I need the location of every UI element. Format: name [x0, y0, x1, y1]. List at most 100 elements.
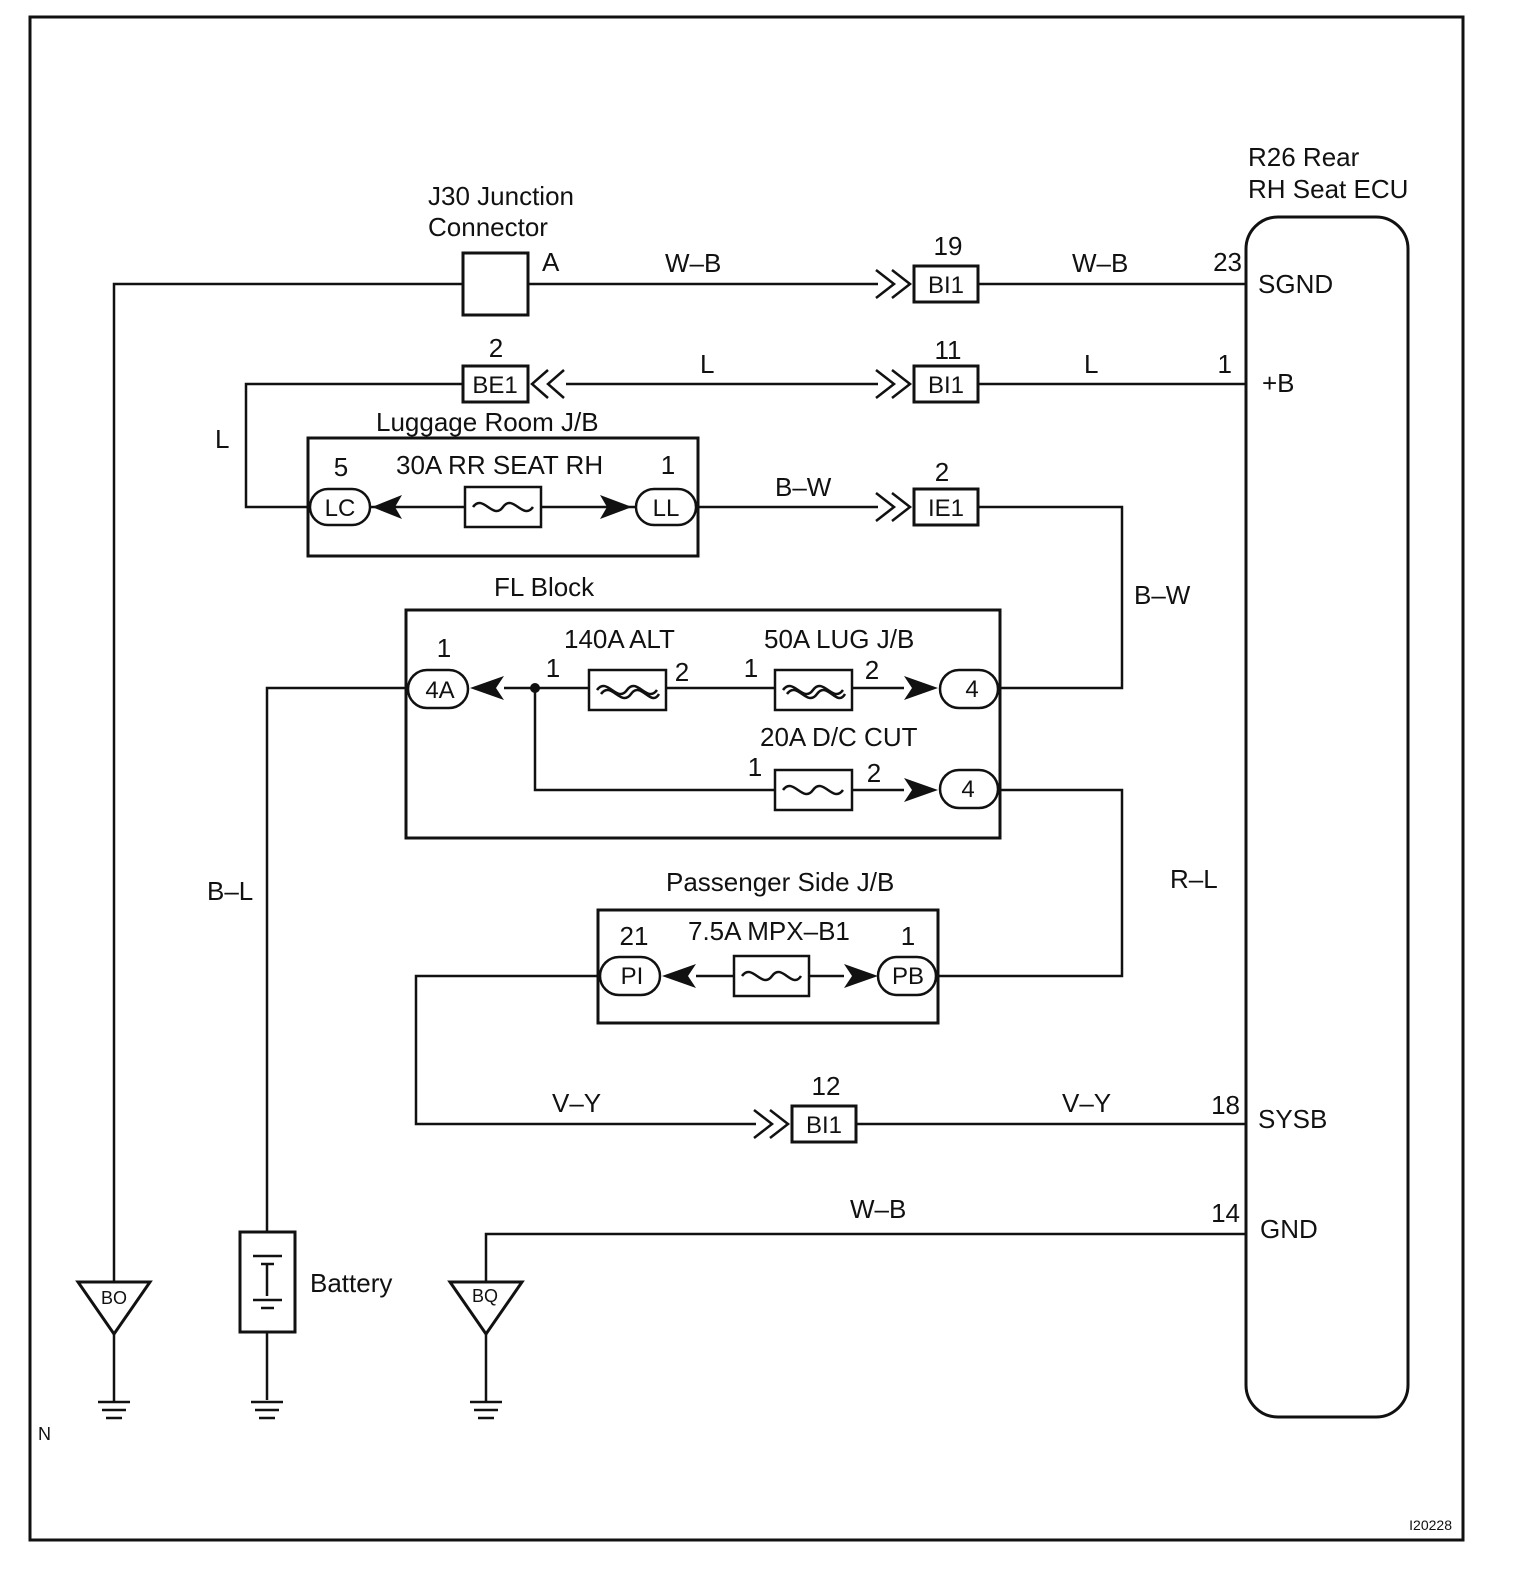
- ecu-r26: R26 Rear RH Seat ECU 23 SGND 1 +B 18 SYS…: [1211, 142, 1410, 1419]
- pin-pb-label: PB: [892, 963, 924, 990]
- wire-label-fl-feed: B–W: [1134, 580, 1191, 610]
- wire-label-b-left: L: [700, 349, 714, 379]
- bw-circuit: IE1 2 B–W B–W: [696, 457, 1191, 690]
- pin-4-top: [938, 668, 1000, 710]
- ecu-body: [1244, 215, 1410, 1419]
- wire-rl: [938, 788, 1124, 978]
- plug-chevron-bi1-12b: [769, 1109, 791, 1139]
- connector-bi1-11-num: 11: [935, 335, 962, 365]
- passenger-jb-right-num: 1: [901, 921, 915, 951]
- ground-bq: BQ: [447, 1280, 525, 1420]
- j30-title-line1: J30 Junction: [428, 181, 574, 211]
- connector-bi1-12-num: 12: [812, 1071, 841, 1101]
- passenger-jb-fuse-label: 7.5A MPX–B1: [688, 916, 850, 946]
- connector-bi1-19: [912, 264, 980, 304]
- wire-label-b-down: L: [215, 424, 229, 454]
- ground-bq-label: BQ: [472, 1286, 498, 1306]
- battery-ground-icon: [251, 1400, 283, 1420]
- fl-block: FL Block 1 4A 140A ALT 1 2 50A LUG J/B 1…: [404, 572, 1002, 840]
- fl-bus-branch: [533, 688, 904, 792]
- sgnd-circuit: J30 Junction Connector A W–B W–B BI1 19: [112, 181, 1246, 1282]
- term-arrow-ll: [600, 495, 632, 519]
- pin-pb: [876, 955, 938, 997]
- wire-label-ll-out: B–W: [775, 472, 832, 502]
- j30-pin-label: A: [542, 247, 560, 277]
- battery-body: [238, 1230, 297, 1334]
- term-arrow-4a: [470, 676, 504, 700]
- passenger-side-jb: Passenger Side J/B 7.5A MPX–B1 21 1 PI P…: [596, 867, 940, 1025]
- fuse-dc-term2: 2: [867, 758, 881, 788]
- connector-bi1-19-name: BI1: [928, 272, 964, 299]
- passenger-jb-box: [596, 908, 940, 1025]
- fuse-alt-label: 140A ALT: [564, 624, 675, 654]
- ecu-title-line1: R26 Rear: [1248, 142, 1360, 172]
- fuse-30a-element: [471, 501, 535, 513]
- luggage-jb-right-num: 1: [661, 450, 675, 480]
- battery-label: Battery: [310, 1268, 392, 1298]
- plug-chevron-bi1-12: [753, 1109, 775, 1139]
- fuse-140a-element: [595, 684, 661, 700]
- pin-4-bottom-label: 4: [961, 776, 974, 803]
- fuse-lug-label: 50A LUG J/B: [764, 624, 914, 654]
- fuse-dc-term1: 1: [748, 752, 762, 782]
- ecu-pin-sysb-num: 18: [1211, 1090, 1240, 1120]
- ground-bq-icon: [470, 1334, 502, 1420]
- passenger-jb-title: Passenger Side J/B: [666, 867, 894, 897]
- wire-label-sgnd-right: W–B: [1072, 248, 1128, 278]
- wire-label-b-right: L: [1084, 349, 1098, 379]
- j30-connector-box: [461, 251, 530, 317]
- gnd-circuit: W–B: [484, 1194, 1246, 1282]
- term-arrow-pi: [662, 964, 696, 988]
- connector-bi1-11: [912, 364, 980, 404]
- term-arrow-dc: [904, 778, 938, 802]
- plug-chevron-bi1-19: [875, 269, 897, 299]
- ground-bo-triangle: [75, 1280, 153, 1337]
- fl-left-pin-num: 1: [437, 633, 451, 663]
- fl-block-box: [404, 608, 1002, 840]
- plug-chevron-be1b: [546, 369, 565, 399]
- connector-be1-2-name: BE1: [472, 372, 517, 399]
- fuse-50a-element: [781, 684, 847, 700]
- pin-pi-label: PI: [621, 963, 644, 990]
- luggage-jb-fuse-label: 30A RR SEAT RH: [396, 450, 603, 480]
- connector-bi1-19-num: 19: [934, 231, 963, 261]
- plug-chevron-be1: [530, 369, 549, 399]
- fl-splice-dot: [530, 683, 540, 693]
- luggage-jb-left-num: 5: [334, 452, 348, 482]
- fuse-alt-term1: 1: [546, 653, 560, 683]
- wire-gnd: [484, 1232, 1246, 1282]
- wire-bl: [265, 686, 408, 1400]
- sysb-circuit: BI1 12 V–Y V–Y: [414, 974, 1246, 1144]
- term-arrow-lc: [372, 495, 402, 519]
- pin-4-top-label: 4: [965, 676, 978, 703]
- fuse-20a-element: [781, 784, 845, 796]
- wire-label-rl: R–L: [1170, 864, 1218, 894]
- plug-chevron-bi1-19b: [891, 269, 913, 299]
- corner-mark: N: [38, 1424, 51, 1444]
- plug-chevron-ie1b: [891, 492, 913, 522]
- b-plus-circuit: BE1 2 BI1 11 L L L: [215, 333, 1246, 509]
- battery-cells: [253, 1254, 282, 1310]
- connector-bi1-11-name: BI1: [928, 372, 964, 399]
- luggage-room-jb: Luggage Room J/B 30A RR SEAT RH 5 1 LC L…: [306, 407, 700, 558]
- pin-lc-label: LC: [325, 495, 356, 522]
- wire-b-plus: [244, 382, 1246, 509]
- fl-block-title: FL Block: [494, 572, 595, 602]
- connector-ie1-2: [912, 487, 980, 527]
- connector-bi1-12-name: BI1: [806, 1112, 842, 1139]
- fuse-7-5a-element: [740, 970, 803, 982]
- figure-id: I20228: [1409, 1517, 1452, 1533]
- connector-bi1-12: [790, 1104, 858, 1144]
- wire-label-vy-right: V–Y: [1062, 1088, 1111, 1118]
- fuse-dc-label: 20A D/C CUT: [760, 722, 918, 752]
- passenger-jb-left-num: 21: [620, 921, 649, 951]
- ecu-pin-b-num: 1: [1218, 349, 1232, 379]
- wire-label-vy-left: V–Y: [552, 1088, 601, 1118]
- diagram-frame: [28, 15, 1465, 1542]
- ecu-pin-sysb-name: SYSB: [1258, 1104, 1327, 1134]
- plug-chevron-bi1-11b: [891, 369, 913, 399]
- luggage-jb-box: [306, 436, 700, 558]
- ground-bo-icon: [98, 1334, 130, 1420]
- wire-bw: [696, 505, 1124, 690]
